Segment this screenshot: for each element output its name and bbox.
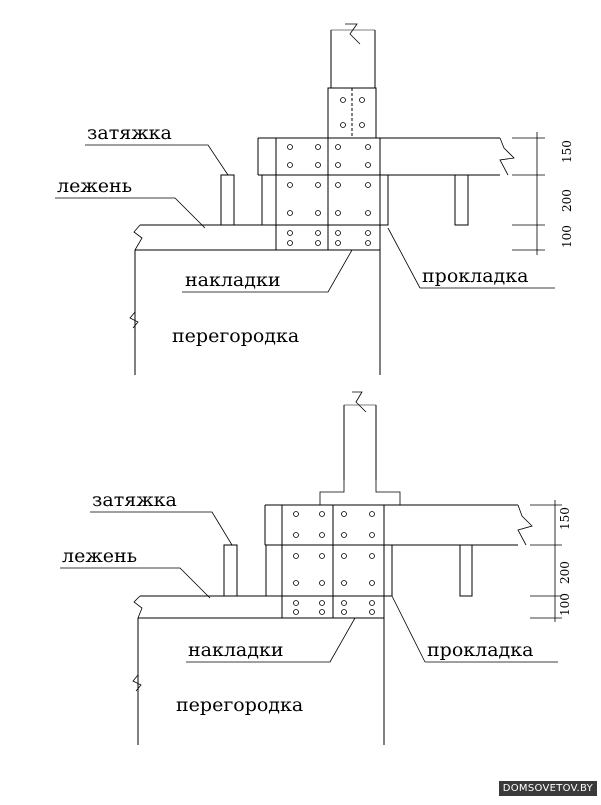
dim-200-bottom: 200 [558,561,572,584]
partition-2 [137,618,385,745]
tie-mid-1 [261,174,277,226]
diagram-top [55,23,555,375]
upper-timber-2 [264,504,518,546]
post-1 [330,30,376,88]
spacer-1 [379,174,389,226]
label-spacer-bottom: прокладка [427,639,533,661]
label-beam-bottom: лежень [62,545,137,567]
label-tie-bottom: затяжка [92,489,177,511]
dim-150-top: 150 [560,140,574,163]
label-partition-top: перегородка [172,325,299,347]
tie-mid-2 [265,544,283,597]
label-plates-top: накладки [185,269,281,291]
tie-right-1 [454,174,469,226]
beam-2 [138,595,384,619]
label-plates-bottom: накладки [188,639,284,661]
dim-200-top: 200 [560,189,574,212]
beam-1 [135,224,380,251]
label-partition-bottom: перегородка [176,694,303,716]
label-spacer-top: прокладка [422,265,528,287]
dim-150-bottom: 150 [558,507,572,530]
tie-left-2 [223,544,238,597]
spacer-2 [383,544,393,597]
tie-left-1 [220,174,235,226]
bolt-holes [287,97,375,615]
break-mark-post-1 [345,23,361,45]
label-tie-top: затяжка [87,122,172,144]
watermark: DOMSOVETOV.BY [498,781,597,796]
dim-100-top: 100 [560,225,574,248]
post-2 [343,405,377,480]
upper-timber-1 [257,137,500,176]
tie-right-2 [459,544,473,597]
label-beam-top: лежень [57,175,132,197]
dim-100-bottom: 100 [558,593,572,616]
diagram-bottom [60,391,562,745]
